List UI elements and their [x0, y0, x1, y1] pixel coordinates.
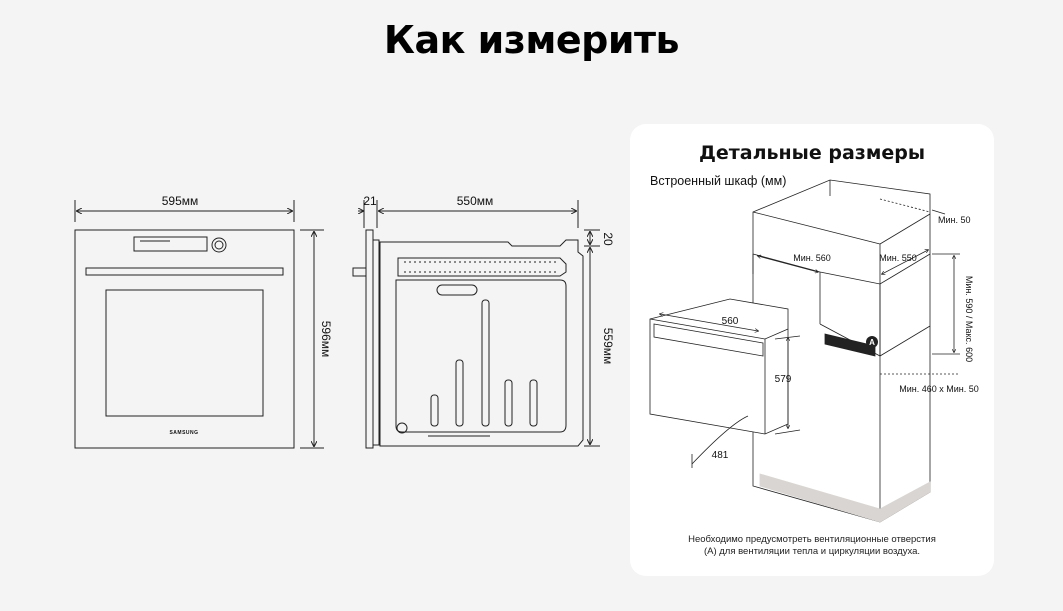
side-view: [352, 200, 600, 449]
control-display: [133, 236, 208, 252]
card-subtitle: Встроенный шкаф (мм): [650, 174, 787, 188]
side-height-label: 559мм: [601, 328, 615, 365]
dim-481: 481: [712, 450, 729, 461]
side-door-depth-label: 21: [363, 194, 377, 208]
side-top-offset-label: 20: [601, 232, 615, 246]
front-width-label: 595мм: [162, 194, 199, 208]
side-depth-label: 550мм: [457, 194, 494, 208]
front-view: [74, 200, 324, 449]
control-knob: [211, 237, 227, 253]
dim-579: 579: [775, 374, 792, 385]
brand-logo: SAMSUNG: [169, 430, 198, 436]
front-height-label: 596мм: [319, 321, 333, 358]
dim-vent-size: Мин. 460 x Мин. 50: [899, 384, 979, 394]
dim-560: 560: [722, 316, 739, 327]
vent-marker: [866, 336, 878, 348]
oven-window: [105, 289, 264, 417]
ventilation-note-line1: Необходимо предусмотреть вентиляционные …: [688, 534, 936, 545]
dim-min-560: Мин. 560: [793, 253, 831, 263]
vent-marker-label: A: [869, 338, 875, 347]
ventilation-note: Необходимо предусмотреть вентиляционные …: [630, 534, 994, 558]
door-handle: [85, 267, 284, 276]
card-title: Детальные размеры: [698, 142, 926, 164]
dim-min-590-max-600: Мин. 590 / Макс. 600: [964, 276, 974, 362]
ventilation-note-line2: (A) для вентиляции тепла и циркуляции во…: [703, 546, 921, 557]
detail-dimensions-card: Детальные размеры Встроенный шкаф (мм): [630, 124, 994, 576]
oven-drawings: 595мм 596мм SAMSUNG 21 550мм 2: [74, 194, 615, 449]
dim-min-550: Мин. 550: [879, 253, 917, 263]
page-title: Как измерить: [383, 18, 680, 62]
cabinet-diagram: A Мин. 50 Мин. 560 Мин. 550 Мин. 590 / М…: [649, 179, 979, 523]
dim-min-50-top: Мин. 50: [938, 215, 971, 225]
